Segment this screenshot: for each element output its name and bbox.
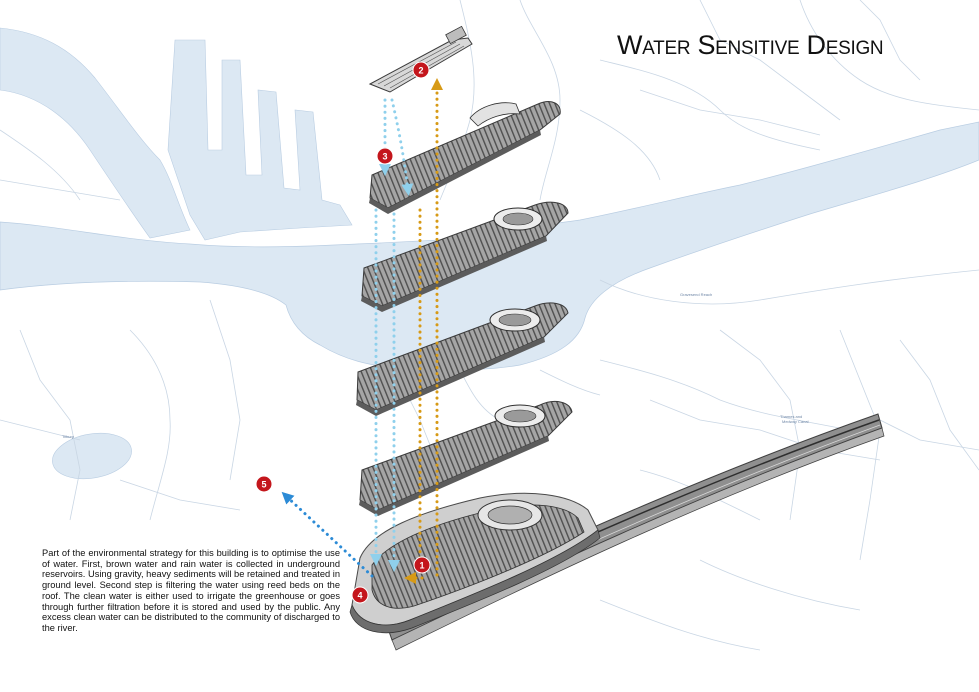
level-1 xyxy=(359,401,573,516)
description-text: Part of the environmental strategy for t… xyxy=(42,548,340,633)
step-badge-1: 1 xyxy=(413,556,431,574)
step-badge-label: 5 xyxy=(261,480,266,490)
numbered-circle-icon xyxy=(412,61,430,79)
map-label: Medway Canal xyxy=(782,419,809,424)
dock-water xyxy=(167,39,353,241)
level-3 xyxy=(361,201,569,312)
step-badge-5: 5 xyxy=(255,475,273,493)
ground-level-floor xyxy=(371,504,585,609)
step-badge-4: 4 xyxy=(351,586,369,604)
roof-plant-room xyxy=(445,25,467,45)
map-label: Thames and xyxy=(780,414,802,419)
distribution-arrow xyxy=(281,491,374,578)
roof-level xyxy=(368,25,473,93)
flow-arrows xyxy=(281,78,443,584)
level-3-court-inner xyxy=(502,212,534,226)
step-badge-label: 2 xyxy=(418,66,423,76)
building-levels xyxy=(349,25,601,634)
level-4-canopy xyxy=(469,102,521,127)
page-title: Water Sensitive Design xyxy=(617,30,884,60)
level-1-edge xyxy=(359,436,549,516)
ground-level-court-inner xyxy=(487,505,533,525)
map-lines xyxy=(0,0,979,651)
level-4-slab xyxy=(369,101,561,209)
level-4-edge xyxy=(369,130,541,214)
map-label: Gravesend Reach xyxy=(680,292,712,297)
step-badges: 1 2 3 4 5 xyxy=(255,61,431,604)
clean-water-arrow-roof-2 xyxy=(390,98,414,196)
step-badge-3: 3 xyxy=(376,147,394,165)
level-2-edge xyxy=(356,337,545,416)
step-badge-label: 4 xyxy=(357,591,362,601)
step-badge-label: 3 xyxy=(382,152,387,162)
step-badge-2: 2 xyxy=(412,61,430,79)
numbered-circle-icon xyxy=(255,475,273,493)
level-1-court-inner xyxy=(503,409,537,423)
ground-level-edge xyxy=(349,529,601,634)
level-3-edge xyxy=(361,236,547,312)
level-2-court-inner xyxy=(498,313,532,327)
numbered-circle-icon xyxy=(351,586,369,604)
lake xyxy=(52,432,132,480)
map-label: Tilbury xyxy=(62,434,74,439)
numbered-circle-icon xyxy=(413,556,431,574)
numbered-circle-icon xyxy=(376,147,394,165)
level-2 xyxy=(356,302,569,416)
level-4 xyxy=(369,101,561,214)
step-badge-label: 1 xyxy=(419,561,424,571)
river-channel xyxy=(0,27,191,239)
ground-level xyxy=(349,492,601,634)
